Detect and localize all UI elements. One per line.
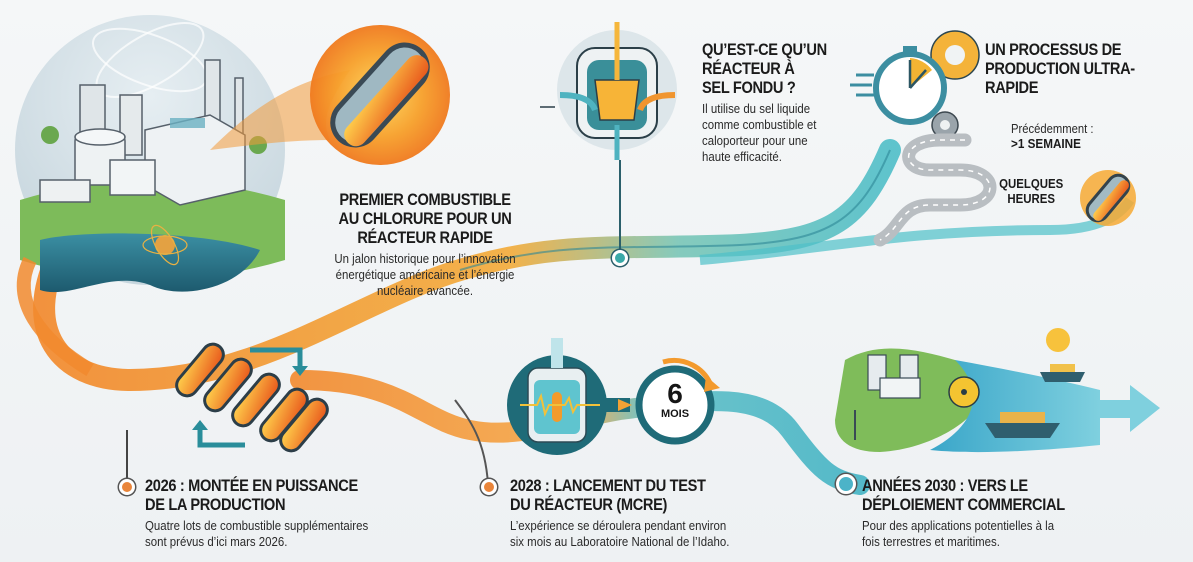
- section-2026-production: 2026 : MONTÉE EN PUISSANCE DE LA PRODUCT…: [145, 476, 445, 550]
- test-2028-title-line-1: 2028 : LANCEMENT DU TEST: [510, 476, 706, 495]
- test-2028-title-line-2: DU RÉACTEUR (MCRE): [510, 495, 668, 514]
- now-line-1: QUELQUES: [999, 176, 1064, 191]
- production-2026-desc-line-1: Quatre lots de combustible supplémentair…: [145, 518, 369, 533]
- stopwatch-gears-illustration: [850, 30, 980, 139]
- reacteur-desc-line-4: haute efficacité.: [702, 149, 782, 164]
- section-reacteur-sel-fondu: QU’EST-CE QU’UN RÉACTEUR À SEL FONDU ? I…: [702, 40, 872, 165]
- section-premier-combustible: PREMIER COMBUSTIBLE AU CHLORURE POUR UN …: [305, 190, 545, 299]
- premier-desc-line-3: nucléaire avancée.: [376, 283, 474, 298]
- production-2026-title-line-1: 2026 : MONTÉE EN PUISSANCE: [145, 476, 358, 495]
- commercial-2030-desc-line-1: Pour des applications potentielles à la: [862, 518, 1055, 533]
- reacteur-title-line-1: QU’EST-CE QU’UN: [702, 40, 827, 59]
- capsule-batch-illustration: [175, 342, 329, 453]
- deployment-scene-illustration: [835, 328, 1160, 453]
- power-plant-illustration: [15, 15, 285, 377]
- processus-now: QUELQUES HEURES: [996, 176, 1066, 206]
- reacteur-title: QU’EST-CE QU’UN RÉACTEUR À SEL FONDU ?: [702, 40, 848, 97]
- timeline-dot-2028: [481, 479, 497, 495]
- section-2028-test: 2028 : LANCEMENT DU TEST DU RÉACTEUR (MC…: [510, 476, 810, 550]
- reacteur-desc-line-1: Il utilise du sel liquide: [702, 101, 811, 116]
- reacteur-desc-line-2: comme combustible et: [702, 117, 817, 132]
- commercial-2030-title-line-2: DÉPLOIEMENT COMMERCIAL: [862, 495, 1065, 514]
- commercial-2030-description: Pour des applications potentielles à la …: [862, 518, 1126, 550]
- commercial-2030-title-line-1: ANNÉES 2030 : VERS LE: [862, 476, 1028, 495]
- production-2026-desc-line-2: sont prévus d’ici mars 2026.: [145, 534, 288, 549]
- premier-description: Un jalon historique pour l’innovation én…: [319, 251, 530, 299]
- previous-label: Précédemment :: [1011, 122, 1094, 136]
- previous-value: >1 SEMAINE: [1011, 136, 1081, 151]
- reacteur-title-line-2: RÉACTEUR À: [702, 59, 795, 78]
- timeline-dot-2030: [836, 474, 856, 494]
- production-2026-title: 2026 : MONTÉE EN PUISSANCE DE LA PRODUCT…: [145, 476, 403, 514]
- premier-desc-line-2: énergétique américaine et l’énergie: [335, 267, 515, 282]
- timeline-dot-reactor: [612, 250, 628, 266]
- molten-salt-reactor-illustration: [540, 22, 677, 160]
- small-fuel-capsule-illustration: [1080, 170, 1136, 226]
- reactor-vessel-illustration: [507, 338, 632, 455]
- processus-previous: Précédemment : >1 SEMAINE: [1011, 122, 1094, 151]
- reacteur-description: Il utilise du sel liquide comme combusti…: [702, 101, 852, 165]
- production-2026-title-line-2: DE LA PRODUCTION: [145, 495, 286, 514]
- now-line-2: HEURES: [1007, 191, 1056, 206]
- premier-title-line-1: PREMIER COMBUSTIBLE: [339, 190, 511, 209]
- production-2026-description: Quatre lots de combustible supplémentair…: [145, 518, 409, 550]
- test-2028-description: L’expérience se déroulera pendant enviro…: [510, 518, 774, 550]
- test-2028-desc-line-2: six mois au Laboratoire National de l’Id…: [510, 534, 730, 549]
- reacteur-desc-line-3: caloporteur pour une: [702, 133, 808, 148]
- premier-desc-line-1: Un jalon historique pour l’innovation: [334, 251, 516, 266]
- processus-title-line-3: RAPIDE: [985, 78, 1039, 97]
- section-processus-ultra-rapide: UN PROCESSUS DE PRODUCTION ULTRA- RAPIDE: [985, 40, 1185, 97]
- commercial-2030-desc-line-2: fois terrestres et maritimes.: [862, 534, 1000, 549]
- processus-title-line-1: UN PROCESSUS DE: [985, 40, 1122, 59]
- timer-unit: MOIS: [660, 408, 690, 420]
- commercial-2030-title: ANNÉES 2030 : VERS LE DÉPLOIEMENT COMMER…: [862, 476, 1120, 514]
- section-2030-commercial: ANNÉES 2030 : VERS LE DÉPLOIEMENT COMMER…: [862, 476, 1162, 550]
- timeline-dot-2026: [119, 479, 135, 495]
- processus-title-line-2: PRODUCTION ULTRA-: [985, 59, 1135, 78]
- test-2028-desc-line-1: L’expérience se déroulera pendant enviro…: [510, 518, 727, 533]
- fuel-capsule-illustration: [310, 25, 450, 165]
- reacteur-title-line-3: SEL FONDU ?: [702, 78, 796, 97]
- premier-title-line-2: AU CHLORURE POUR UN: [338, 209, 512, 228]
- processus-title: UN PROCESSUS DE PRODUCTION ULTRA- RAPIDE: [985, 40, 1157, 97]
- test-2028-title: 2028 : LANCEMENT DU TEST DU RÉACTEUR (MC…: [510, 476, 768, 514]
- premier-title: PREMIER COMBUSTIBLE AU CHLORURE POUR UN …: [322, 190, 528, 247]
- six-month-timer-illustration: [635, 357, 720, 445]
- premier-title-line-3: RÉACTEUR RAPIDE: [357, 228, 493, 247]
- timer-label: 6 MOIS: [645, 378, 705, 421]
- timer-value: 6: [667, 378, 683, 409]
